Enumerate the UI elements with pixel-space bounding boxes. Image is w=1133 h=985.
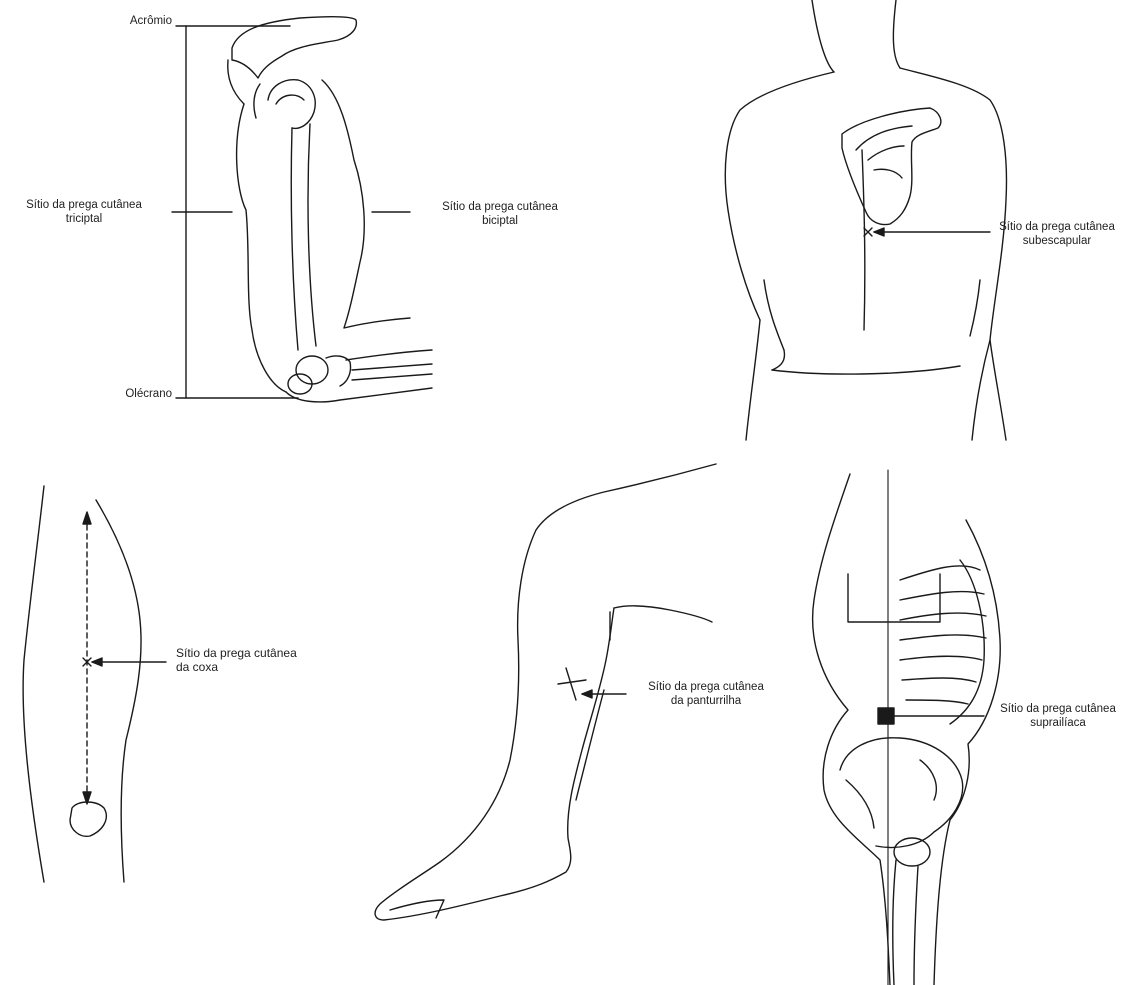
calf-site-line2: da panturrilha	[626, 694, 786, 708]
subscapular-site-label: Sítio da prega cutânea subescapular	[984, 220, 1130, 248]
arm-illustration	[172, 17, 432, 402]
acromion-label: Acrômio	[70, 14, 172, 28]
thigh-site-line1: Sítio da prega cutânea	[176, 646, 366, 660]
calf-site-label: Sítio da prega cutânea da panturrilha	[626, 680, 786, 708]
back-illustration	[725, 0, 1006, 440]
triceps-site-line2: triciptal	[0, 212, 168, 226]
triceps-site-line1: Sítio da prega cutânea	[0, 198, 168, 212]
thigh-site-line2: da coxa	[176, 660, 366, 674]
suprailiac-site-label: Sítio da prega cutânea suprailíaca	[984, 702, 1132, 730]
suprailiac-site-line1: Sítio da prega cutânea	[984, 702, 1132, 716]
olecranon-label: Olécrano	[70, 387, 172, 401]
hip-illustration	[813, 470, 1001, 985]
triceps-site-label: Sítio da prega cutânea triciptal	[0, 198, 168, 226]
thigh-site-label: Sítio da prega cutânea da coxa	[176, 646, 366, 674]
calf-site-line1: Sítio da prega cutânea	[626, 680, 786, 694]
biceps-site-label: Sítio da prega cutânea biciptal	[410, 200, 590, 228]
suprailiac-site-line2: suprailíaca	[984, 716, 1132, 730]
subscapular-site-line1: Sítio da prega cutânea	[984, 220, 1130, 234]
biceps-site-line1: Sítio da prega cutânea	[410, 200, 590, 214]
thigh-illustration	[23, 486, 166, 882]
biceps-site-line2: biciptal	[410, 214, 590, 228]
subscapular-site-line2: subescapular	[984, 234, 1130, 248]
